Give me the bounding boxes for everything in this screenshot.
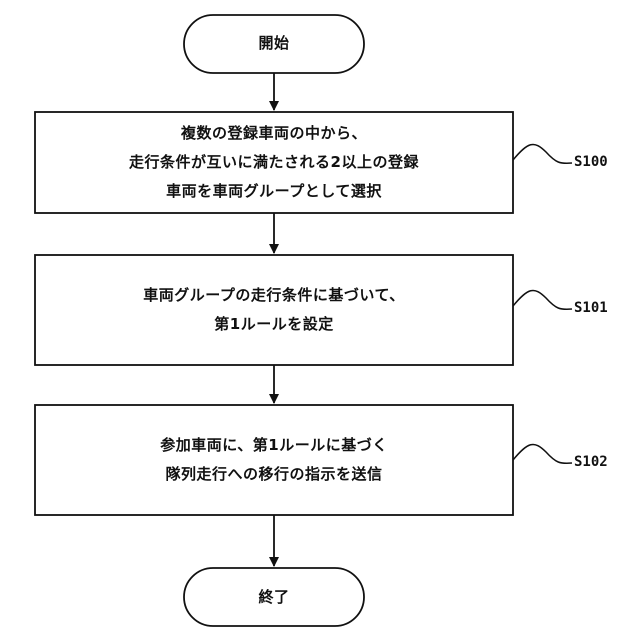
step-label-s101: S101 — [574, 300, 608, 316]
step-s100-line-1: 複数の登録車両の中から、 — [35, 119, 513, 148]
step-s100-text: 複数の登録車両の中から、 走行条件が互いに満たされる2以上の登録 車両を車両グル… — [35, 119, 513, 206]
end-label: 終了 — [184, 583, 364, 612]
step-s101-line-2: 第1ルールを設定 — [35, 310, 513, 339]
leader-s101 — [513, 290, 572, 309]
step-s102-line-1: 参加車両に、第1ルールに基づく — [35, 431, 513, 460]
start-label: 開始 — [184, 29, 364, 58]
step-label-s102: S102 — [574, 454, 608, 470]
step-s100-line-2: 走行条件が互いに満たされる2以上の登録 — [35, 148, 513, 177]
leader-s100 — [513, 144, 572, 163]
step-s101-line-1: 車両グループの走行条件に基づいて、 — [35, 281, 513, 310]
step-s101-text: 車両グループの走行条件に基づいて、 第1ルールを設定 — [35, 281, 513, 339]
leader-s102 — [513, 444, 572, 463]
step-s102-line-2: 隊列走行への移行の指示を送信 — [35, 460, 513, 489]
step-s102-text: 参加車両に、第1ルールに基づく 隊列走行への移行の指示を送信 — [35, 431, 513, 489]
step-label-s100: S100 — [574, 154, 608, 170]
step-s100-line-3: 車両を車両グループとして選択 — [35, 177, 513, 206]
